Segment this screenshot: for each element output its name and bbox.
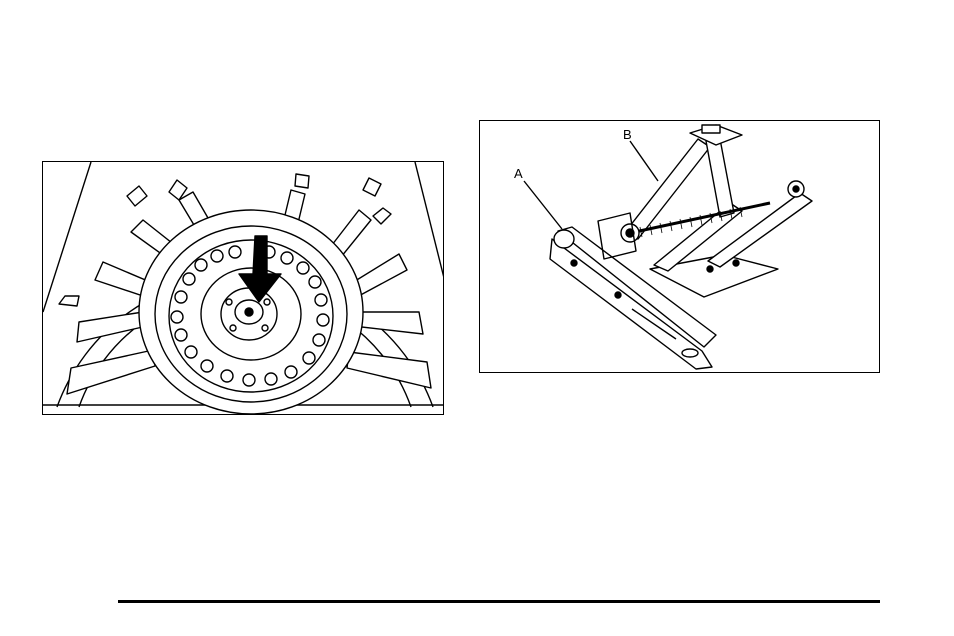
callout-label-a: A (514, 167, 523, 180)
scissor-jack-figure: A B (479, 120, 880, 373)
callout-label-b: B (623, 128, 632, 141)
spare-tire-figure (42, 161, 444, 415)
spare-tire-illustration-icon (43, 162, 444, 415)
scissor-jack-illustration-icon (480, 121, 880, 373)
footer-divider (118, 600, 880, 603)
